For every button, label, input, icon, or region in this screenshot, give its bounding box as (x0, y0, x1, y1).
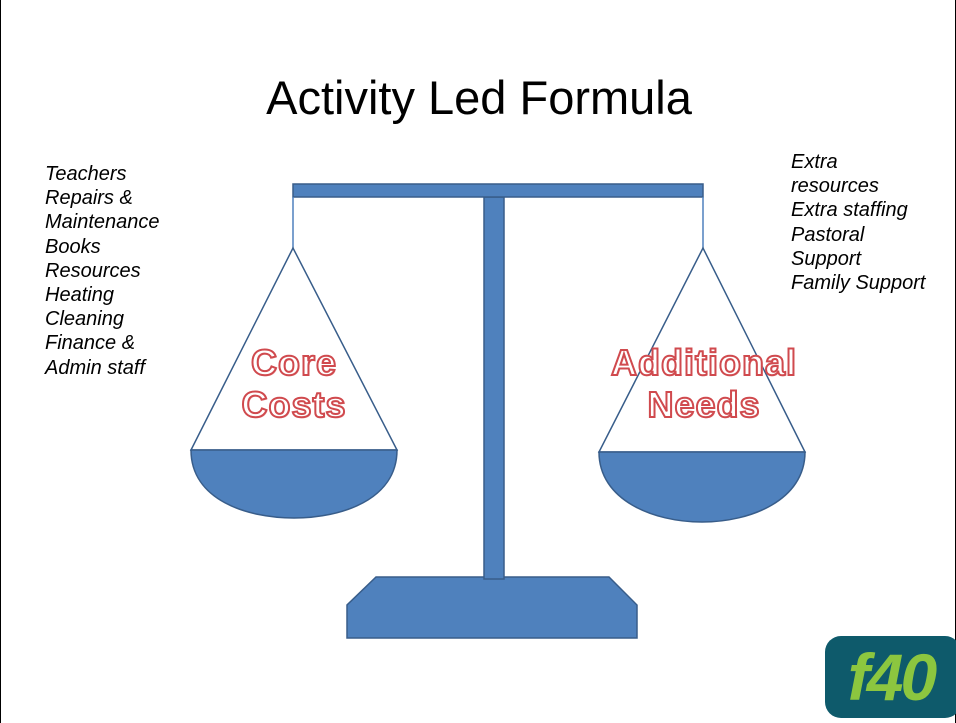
list-item: Repairs & (45, 187, 133, 210)
label-line: Costs (240, 383, 347, 426)
label-line: Needs (646, 383, 761, 426)
logo-text: f40 (847, 640, 937, 714)
slide-title: Activity Led Formula (266, 71, 692, 124)
list-item: Finance & (45, 332, 136, 355)
list-item: Heating (45, 284, 114, 307)
list-item: Pastoral (791, 223, 865, 246)
left-pan-bowl (190, 449, 398, 519)
core-costs-list: Teachers Repairs & Maintenance Books Res… (45, 162, 160, 380)
list-item: Admin staff (45, 356, 146, 379)
scale-beam (292, 183, 704, 198)
label-line: Additional (610, 341, 797, 384)
right-pan-bowl (598, 451, 806, 523)
list-item: Extra staffing (791, 199, 908, 222)
f40-logo: f40 (825, 636, 956, 718)
additional-needs-list: Extra resources Extra staffing Pastoral … (791, 150, 926, 295)
list-item: Maintenance (45, 211, 160, 234)
list-item: Books (45, 235, 101, 258)
scale-post (483, 196, 505, 580)
core-costs-label: Core Costs (223, 341, 365, 426)
list-item: Resources (45, 259, 141, 282)
list-item: Extra (791, 151, 838, 173)
list-item: Family Support (791, 272, 926, 295)
scale-base (346, 576, 638, 639)
list-item: Teachers (45, 163, 127, 185)
list-item: Cleaning (45, 308, 124, 331)
label-line: Core (250, 341, 338, 384)
list-item: resources (791, 175, 879, 198)
additional-needs-label: Additional Needs (589, 341, 819, 426)
list-item: Support (791, 247, 862, 270)
